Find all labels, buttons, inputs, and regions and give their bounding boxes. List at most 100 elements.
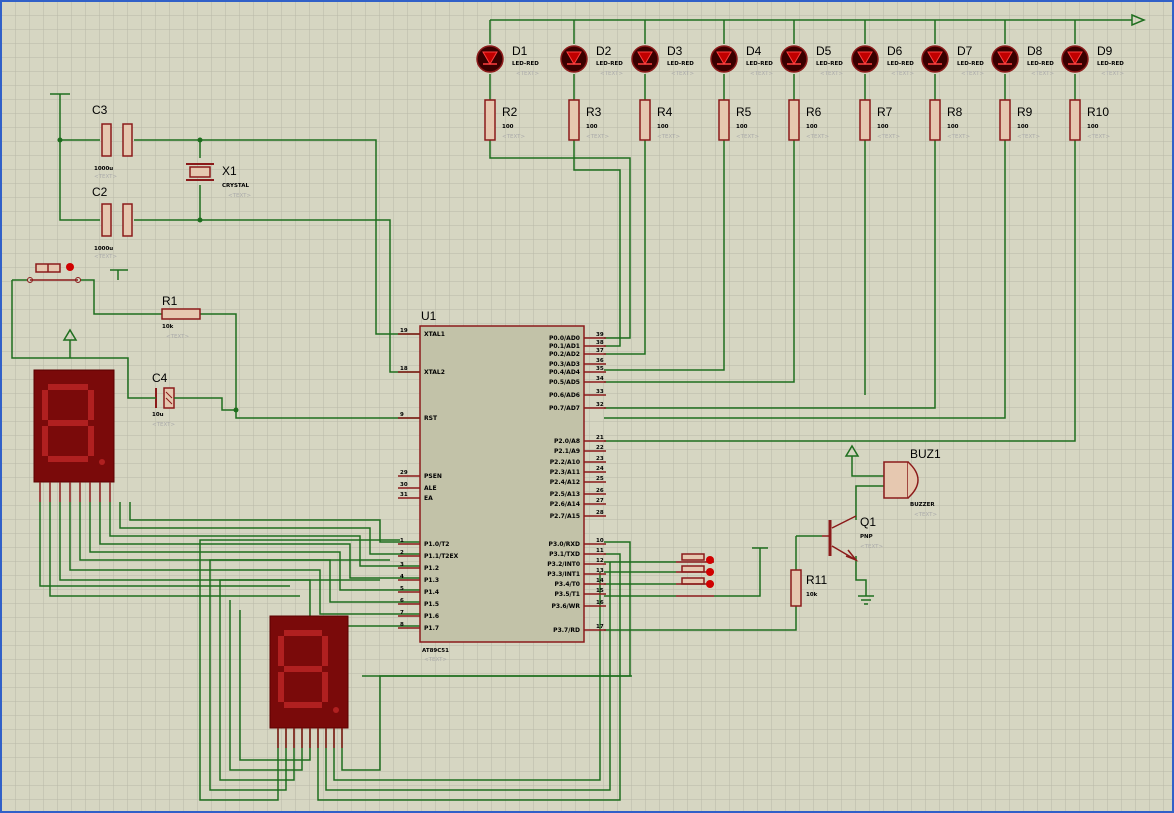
pin-number: 4 <box>400 574 404 580</box>
led-value: LED-RED <box>746 61 773 67</box>
x1-ref: X1 <box>222 164 237 178</box>
pin-number: 13 <box>596 568 604 574</box>
capacitor-c3[interactable]: C3 1000u <TEXT> <box>92 103 133 180</box>
buzzer-buz1[interactable]: BUZ1 BUZZER <TEXT> <box>883 447 941 518</box>
crystal-x1[interactable]: X1 CRYSTAL <TEXT> <box>186 163 251 199</box>
p3-button-group[interactable] <box>676 553 714 597</box>
capacitor-c2[interactable]: C2 1000u <TEXT> <box>92 185 133 260</box>
resistor-ref: R2 <box>502 105 518 119</box>
resistor-ref: R9 <box>1017 105 1033 119</box>
reset-pushbutton[interactable] <box>27 263 81 283</box>
pin-number: 9 <box>400 412 404 418</box>
button-actuator-icon[interactable] <box>66 263 74 271</box>
pin-name: XTAL1 <box>424 331 445 338</box>
p3-button-2-icon[interactable] <box>706 568 714 576</box>
resistor-r1[interactable]: R1 10k <TEXT> <box>161 294 201 340</box>
led-ref: D6 <box>887 44 903 58</box>
pin-number: 2 <box>400 550 404 556</box>
buz1-ref: BUZ1 <box>910 447 941 461</box>
u1-text: <TEXT> <box>424 657 447 663</box>
transistor-q1[interactable]: Q1 PNP <TEXT> <box>822 515 883 562</box>
pin-name: P3.4/T0 <box>555 581 581 588</box>
resistor-ref: R5 <box>736 105 752 119</box>
seven-segment-display-1[interactable] <box>33 369 115 502</box>
pin-name: P2.7/A15 <box>550 513 580 520</box>
resistor-ref: R4 <box>657 105 673 119</box>
u1-ref: U1 <box>421 309 437 323</box>
p3-button-3-icon[interactable] <box>706 580 714 588</box>
c3-value: 1000u <box>94 166 113 172</box>
seven-segment-display-2[interactable] <box>269 615 349 748</box>
q1-text: <TEXT> <box>860 544 883 550</box>
x1-value: CRYSTAL <box>222 183 249 189</box>
pin-number: 37 <box>596 348 604 354</box>
c4-ref: C4 <box>152 371 168 385</box>
p3-button-1-icon[interactable] <box>706 556 714 564</box>
resistor-r11[interactable]: R11 10k <box>790 569 827 607</box>
capacitor-c4[interactable]: C4 10u <TEXT> <box>140 371 176 428</box>
pin-number: 23 <box>596 456 604 462</box>
resistor-text: <TEXT> <box>736 134 759 140</box>
pin-name: P0.5/AD5 <box>549 379 580 386</box>
